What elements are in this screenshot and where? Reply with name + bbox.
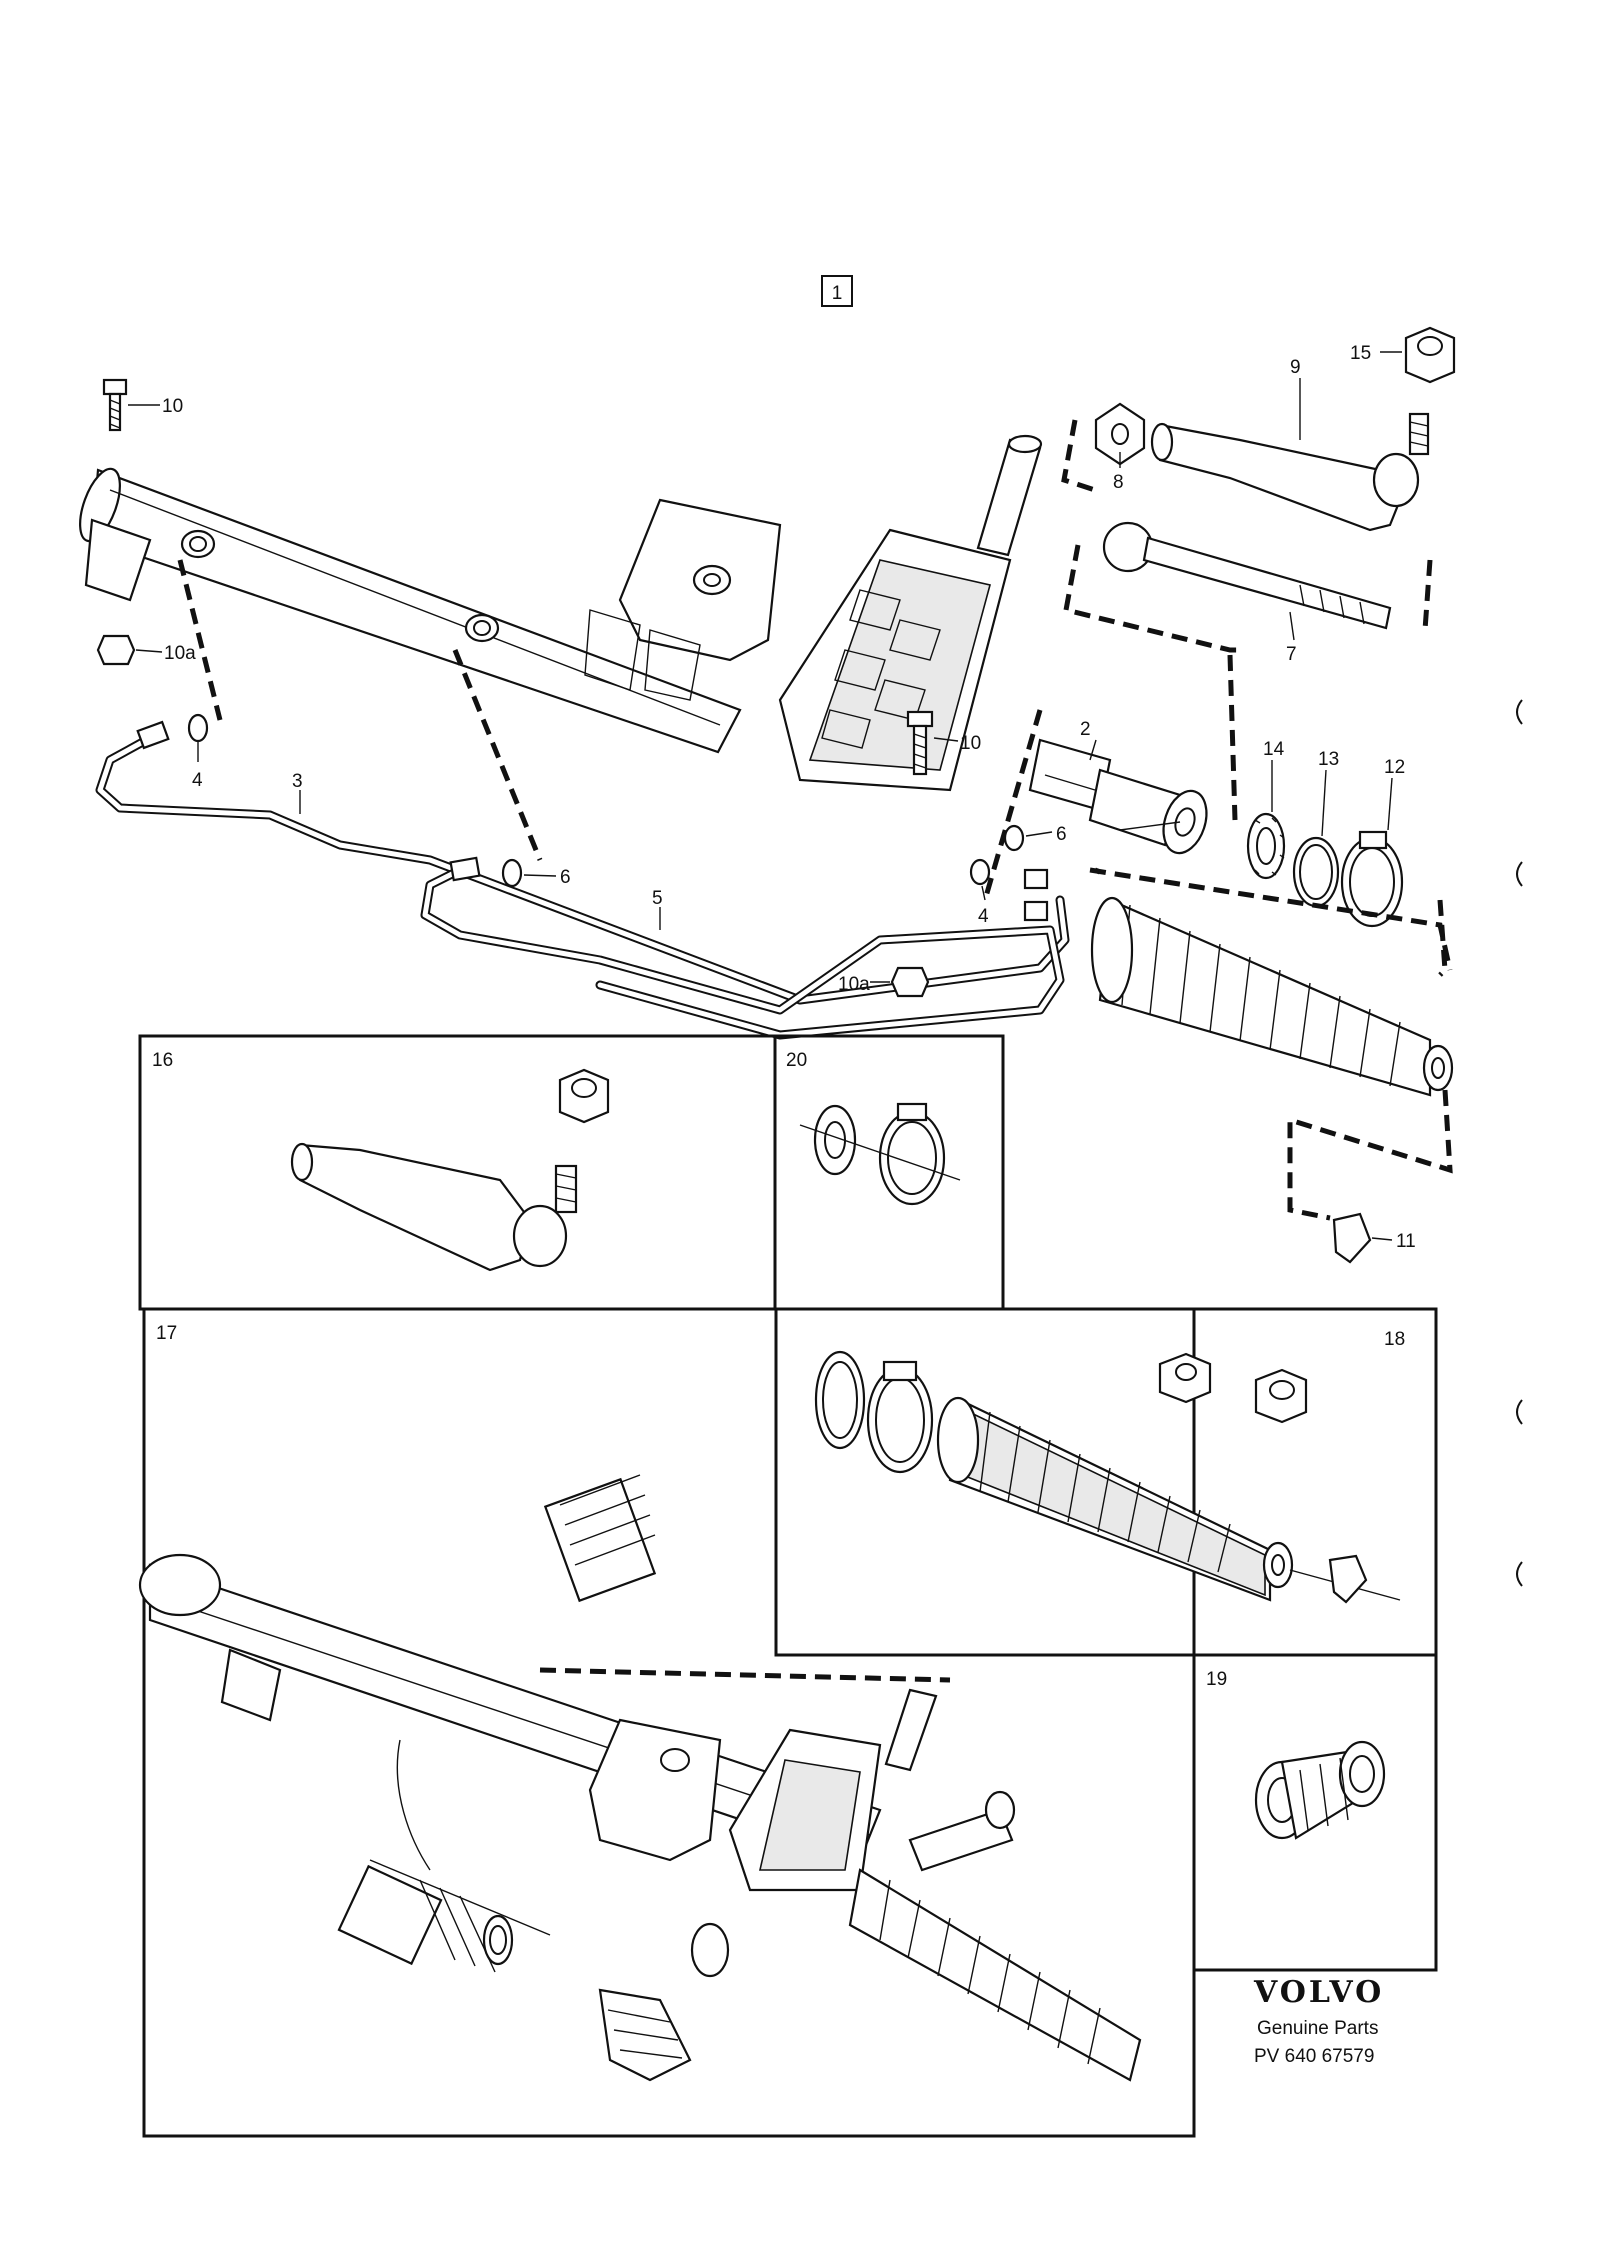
svg-text:10: 10 [960, 733, 981, 754]
o-ring-13: 13 [1292, 749, 1339, 908]
svg-text:12: 12 [1384, 757, 1405, 778]
pointer-line [1119, 821, 1181, 831]
svg-text:16: 16 [152, 1050, 173, 1071]
tie-rod-7: 7 [1102, 521, 1392, 665]
svg-text:13: 13 [1318, 749, 1339, 770]
nut-10a-bottom: 10a [838, 966, 930, 998]
svg-text:2: 2 [1080, 719, 1091, 740]
brand-block: VOLVO Genuine Parts PV 640 67579 [1253, 1975, 1384, 2067]
svg-text:4: 4 [978, 906, 989, 927]
pressure-pipe-3: 3 [95, 720, 1070, 1005]
svg-text:10a: 10a [838, 974, 870, 995]
washer-4-right: 4 [969, 858, 991, 927]
binder-marks [1516, 699, 1523, 1587]
brand-line-1: Genuine Parts [1257, 2018, 1378, 2039]
clip-11: 11 [1332, 1212, 1416, 1264]
locator-line [452, 649, 543, 861]
svg-text:7: 7 [1286, 644, 1297, 665]
inset-20-lock-ring-clamp: 20 [773, 1034, 1005, 1311]
nut-8: 8 [1094, 402, 1146, 493]
bolt-10-mid: 10 [906, 710, 981, 776]
svg-text:4: 4 [192, 770, 203, 791]
tie-rod-end-9: 9 [1150, 357, 1430, 532]
svg-text:6: 6 [1056, 824, 1067, 845]
brand-logo: VOLVO [1253, 1975, 1384, 2010]
bellows-main [1090, 896, 1454, 1097]
return-pipe-5: 5 [420, 856, 1065, 1040]
nut-10a-left: 10a [96, 634, 196, 666]
inset-17-rack-assembly: 17 [138, 1307, 1196, 2138]
group-label-box: 1 [821, 275, 853, 307]
svg-text:3: 3 [292, 771, 303, 792]
locator-line [1422, 559, 1433, 631]
lock-ring-14: 14 [1246, 739, 1286, 880]
locator-line [1227, 654, 1238, 821]
pointer-line [1089, 739, 1097, 761]
locator-line [1089, 867, 1453, 971]
svg-text:18: 18 [1384, 1329, 1405, 1350]
brand-line-2: PV 640 67579 [1254, 2046, 1374, 2067]
svg-text:19: 19 [1206, 1669, 1227, 1690]
nut-15: 15 [1350, 326, 1456, 384]
pipe-unions-right [1023, 868, 1049, 922]
washer-4-left: 4 [187, 713, 209, 791]
locator-line [177, 559, 223, 721]
inset-18-bellows-kit: 18 [774, 1307, 1438, 1657]
locator-line [1287, 1089, 1453, 1221]
locator-line [539, 1667, 951, 1683]
svg-text:8: 8 [1113, 472, 1124, 493]
svg-text:11: 11 [1396, 1231, 1416, 1252]
svg-text:9: 9 [1290, 357, 1301, 378]
svg-text:14: 14 [1263, 739, 1285, 760]
inset-19-bearing: 19 [1192, 1653, 1438, 1972]
group-label: 1 [832, 283, 843, 304]
steering-rack-housing [79, 434, 1208, 855]
locator-line [982, 709, 1043, 901]
washer-6-mid: 6 [501, 858, 571, 888]
bolt-10-top: 10 [102, 378, 183, 432]
locator-line [1063, 544, 1238, 653]
svg-text:10: 10 [162, 396, 183, 417]
svg-text:10a: 10a [164, 643, 196, 664]
svg-text:17: 17 [156, 1323, 177, 1344]
locator-line [1061, 419, 1096, 493]
inset-16-tie-rod-end: 16 [138, 1034, 777, 1311]
svg-text:6: 6 [560, 867, 571, 888]
svg-text:5: 5 [652, 888, 663, 909]
clamp-12: 12 [1340, 757, 1405, 928]
svg-text:20: 20 [786, 1050, 807, 1071]
washer-6-right: 6 [1003, 824, 1067, 852]
svg-text:15: 15 [1350, 343, 1371, 364]
